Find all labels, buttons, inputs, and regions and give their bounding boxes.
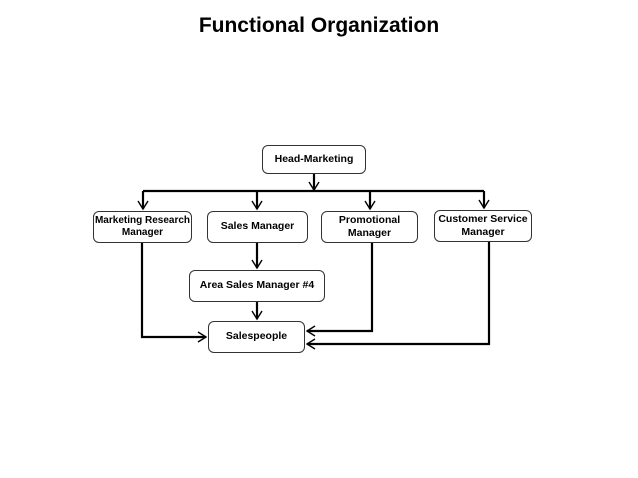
arrow-salespeople-top xyxy=(251,310,263,321)
arrow-pm-salespeople xyxy=(305,325,316,337)
node-salespeople: Salespeople xyxy=(208,321,305,353)
node-promotional-manager: Promotional Manager xyxy=(321,211,418,243)
arrow-marketing-research xyxy=(137,200,149,211)
node-head-marketing: Head-Marketing xyxy=(262,145,366,174)
arrow-promotional xyxy=(364,200,376,211)
edge-customer-service-salespeople xyxy=(307,242,491,346)
arrow-customer-service xyxy=(478,199,490,210)
node-marketing-research-manager: Marketing Research Manager xyxy=(93,211,192,243)
node-area-sales-manager: Area Sales Manager #4 xyxy=(189,270,325,302)
arrow-mr-salespeople xyxy=(197,331,208,343)
arrow-area-sales xyxy=(251,259,263,270)
arrow-head-bus xyxy=(308,181,320,192)
node-customer-service-manager: Customer Service Manager xyxy=(434,210,532,242)
diagram-title: Functional Organization xyxy=(198,14,440,37)
edge-promotional-salespeople xyxy=(307,243,374,333)
arrow-sales-manager xyxy=(251,200,263,211)
arrow-cs-salespeople xyxy=(305,338,316,350)
edge-marketing-research-salespeople xyxy=(140,243,206,339)
node-sales-manager: Sales Manager xyxy=(207,211,308,243)
